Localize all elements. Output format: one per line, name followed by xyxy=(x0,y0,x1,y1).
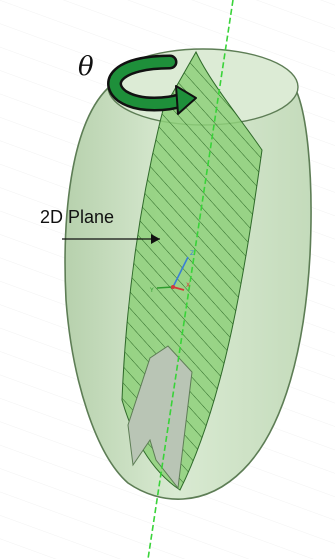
rotation-axis xyxy=(147,0,234,559)
axis-triad: Z X Y xyxy=(149,250,194,294)
plane-label: 2D Plane xyxy=(40,207,115,227)
axis-z-label: Z xyxy=(190,250,194,257)
plane-pointer-arrow xyxy=(62,234,160,244)
inner-notch xyxy=(127,345,193,490)
rotation-arrow-icon xyxy=(107,54,197,115)
axis-y-label: Y xyxy=(149,287,154,294)
rotation-angle-label: θ xyxy=(78,52,94,82)
axis-x-label: X xyxy=(186,282,190,289)
